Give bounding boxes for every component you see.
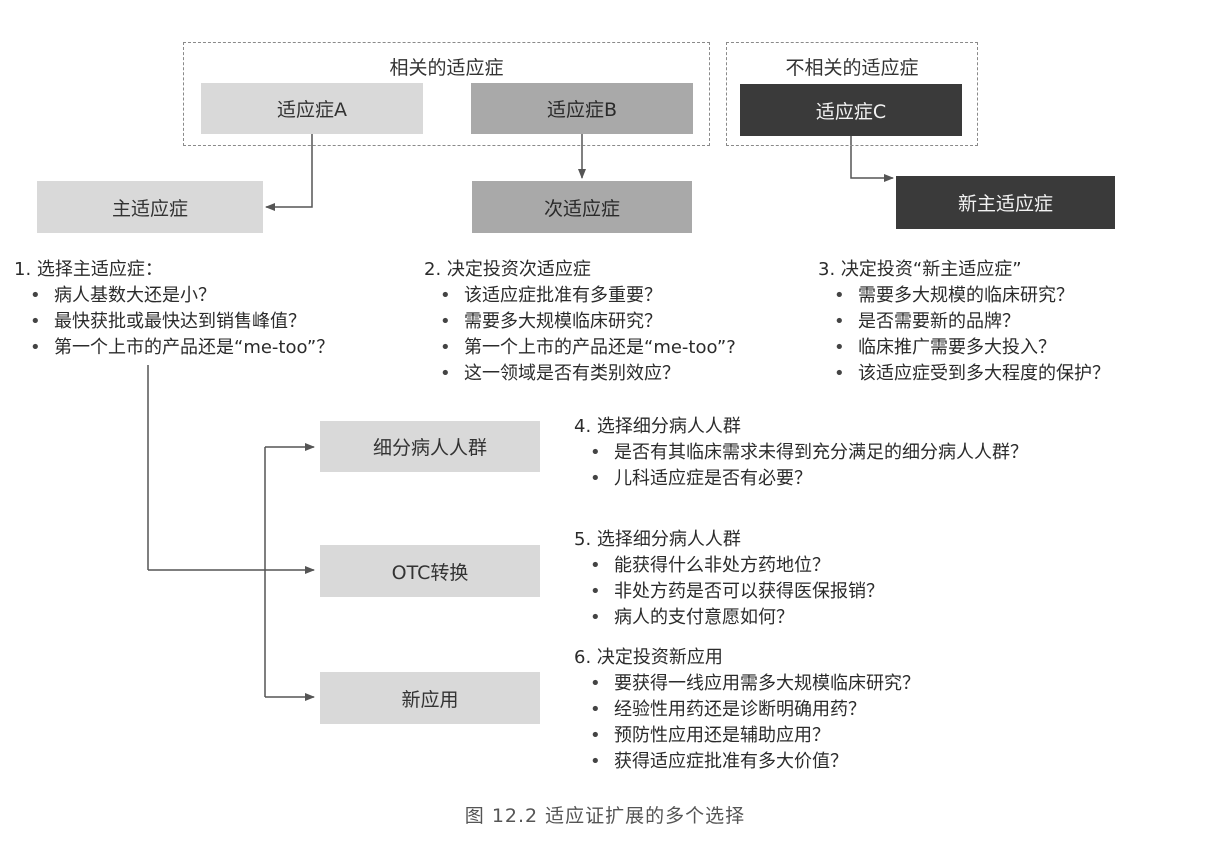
patient-segment-box: 细分病人人群 xyxy=(320,421,540,472)
block-5-item: 非处方药是否可以获得医保报销？ xyxy=(574,579,884,605)
block-4-item: 儿科适应症是否有必要？ xyxy=(574,466,1028,492)
indication-b-box: 适应症B xyxy=(471,83,693,134)
block-2-item: 这一领域是否有类别效应？ xyxy=(424,361,736,387)
question-block-6: 6. 决定投资新应用 要获得一线应用需多大规模临床研究？ 经验性用药还是诊断明确… xyxy=(574,645,920,775)
primary-indication-box: 主适应症 xyxy=(37,181,263,233)
question-block-1: 1. 选择主适应症： 病人基数大还是小？ 最快获批或最快达到销售峰值？ 第一个上… xyxy=(14,257,334,361)
figure-caption: 图 12.2 适应证扩展的多个选择 xyxy=(464,805,746,827)
block-6-item: 获得适应症批准有多大价值？ xyxy=(574,749,920,775)
indication-a-box: 适应症A xyxy=(201,83,423,134)
block-6-item: 预防性应用还是辅助应用？ xyxy=(574,723,920,749)
block-6-item: 经验性用药还是诊断明确用药？ xyxy=(574,697,920,723)
related-indications-group: 相关的适应症 xyxy=(183,42,710,146)
block-1-title: 1. 选择主适应症： xyxy=(14,259,163,280)
block-2-title: 2. 决定投资次适应症 xyxy=(424,259,591,280)
question-block-3: 3. 决定投资“新主适应症” 需要多大规模的临床研究？ 是否需要新的品牌？ 临床… xyxy=(818,257,1110,387)
block-1-item: 病人基数大还是小？ xyxy=(14,283,334,309)
block-1-item: 最快获批或最快达到销售峰值？ xyxy=(14,309,334,335)
block-3-item: 临床推广需要多大投入？ xyxy=(818,335,1110,361)
block-2-item: 需要多大规模临床研究？ xyxy=(424,309,736,335)
question-block-4: 4. 选择细分病人人群 是否有其临床需求未得到充分满足的细分病人人群？ 儿科适应… xyxy=(574,414,1028,492)
question-block-2: 2. 决定投资次适应症 该适应症批准有多重要？ 需要多大规模临床研究？ 第一个上… xyxy=(424,257,736,387)
secondary-indication-box: 次适应症 xyxy=(472,181,692,233)
block-3-title: 3. 决定投资“新主适应症” xyxy=(818,259,1022,280)
block-4-item: 是否有其临床需求未得到充分满足的细分病人人群？ xyxy=(574,440,1028,466)
block-2-item: 第一个上市的产品还是“me-too”? xyxy=(424,335,736,361)
block-6-item: 要获得一线应用需多大规模临床研究？ xyxy=(574,671,920,697)
block-3-item: 是否需要新的品牌？ xyxy=(818,309,1110,335)
block-1-item: 第一个上市的产品还是“me-too”？ xyxy=(14,335,334,361)
block-5-title: 5. 选择细分病人人群 xyxy=(574,529,741,550)
block-4-title: 4. 选择细分病人人群 xyxy=(574,416,741,437)
arrow-a-to-primary xyxy=(265,134,313,211)
new-primary-indication-box: 新主适应症 xyxy=(896,176,1115,229)
block-5-item: 病人的支付意愿如何？ xyxy=(574,605,884,631)
block-2-item: 该适应症批准有多重要？ xyxy=(424,283,736,309)
arrow-c-to-new-primary xyxy=(850,136,894,182)
new-use-box: 新应用 xyxy=(320,672,540,724)
otc-switch-box: OTC转换 xyxy=(320,545,540,597)
related-group-title: 相关的适应症 xyxy=(389,57,504,79)
question-block-5: 5. 选择细分病人人群 能获得什么非处方药地位？ 非处方药是否可以获得医保报销？… xyxy=(574,527,884,631)
unrelated-indications-group: 不相关的适应症 xyxy=(726,42,978,146)
block-3-item: 需要多大规模的临床研究？ xyxy=(818,283,1110,309)
block-5-item: 能获得什么非处方药地位？ xyxy=(574,553,884,579)
block-3-item: 该适应症受到多大程度的保护？ xyxy=(818,361,1110,387)
indication-c-box: 适应症C xyxy=(740,84,962,136)
block-6-title: 6. 决定投资新应用 xyxy=(574,647,723,668)
unrelated-group-title: 不相关的适应症 xyxy=(785,57,919,79)
